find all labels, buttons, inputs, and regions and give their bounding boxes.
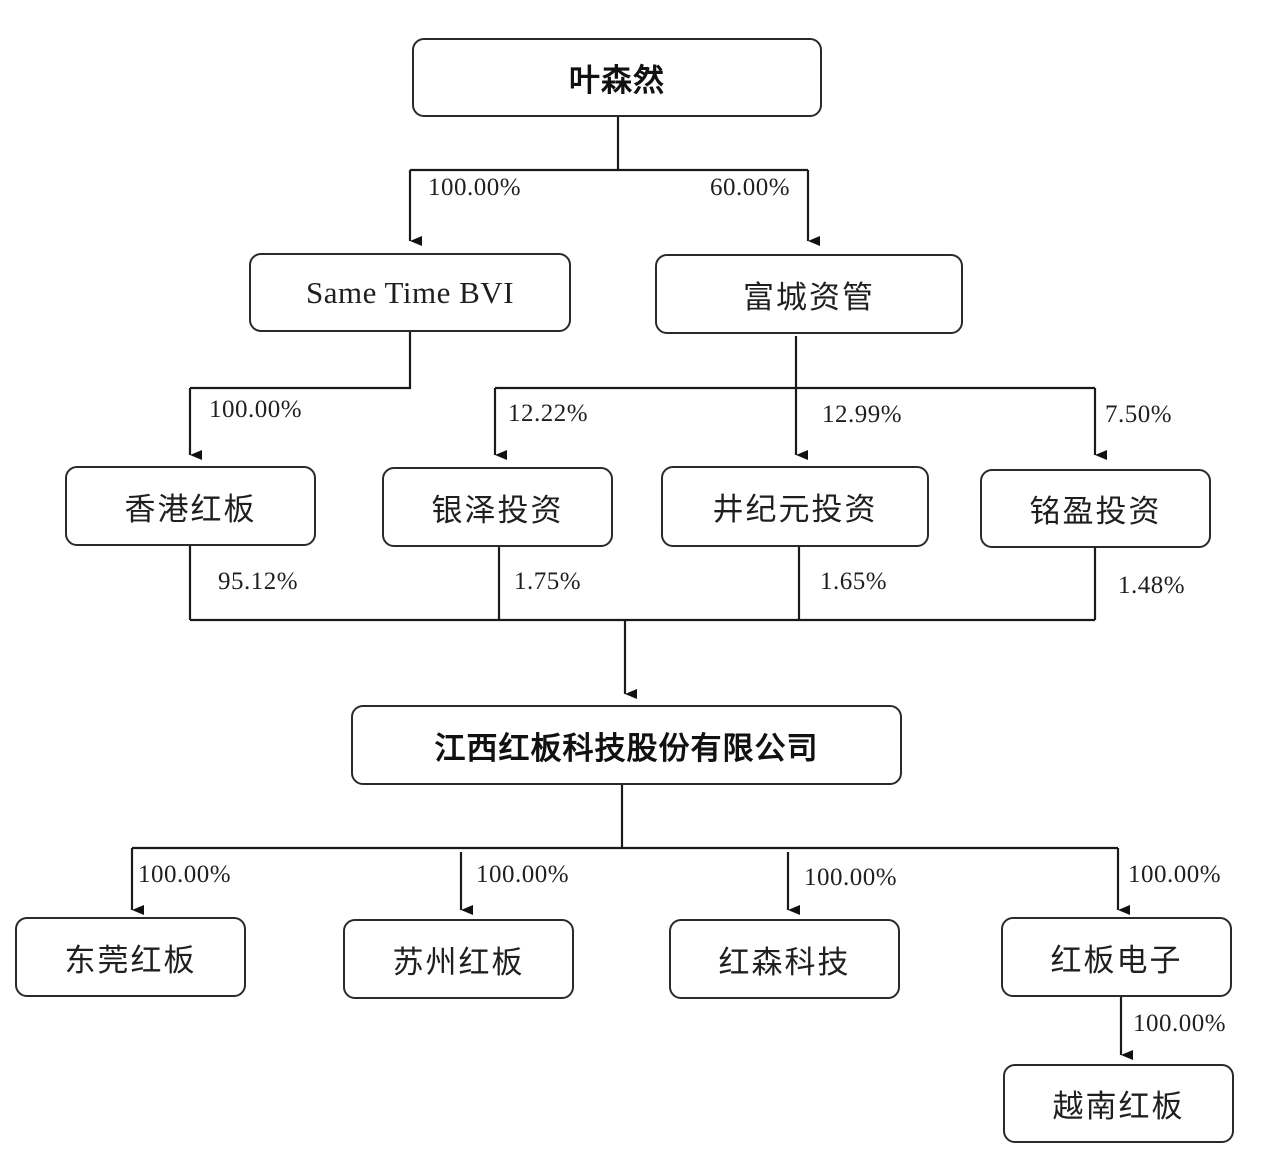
pct-jiangxi-to-dianzi: 100.00% [1128, 861, 1222, 888]
pct-mingying-to-jiangxi: 1.48% [1118, 572, 1186, 599]
pct-hk-to-jiangxi: 95.12% [218, 568, 299, 595]
connector-bvi-down [190, 332, 412, 390]
node-dongguan: 东莞红板 [15, 917, 246, 997]
node-ye-senran: 叶森然 [412, 38, 822, 117]
node-vietnam: 越南红板 [1003, 1064, 1234, 1143]
node-jingjiyuan: 井纪元投资 [661, 466, 929, 547]
node-suzhou: 苏州红板 [343, 919, 574, 999]
node-jiangxi-hongban: 江西红板科技股份有限公司 [351, 705, 902, 785]
pct-dianzi-to-vietnam: 100.00% [1133, 1010, 1227, 1037]
pct-fucheng-to-jingjiyuan: 12.99% [822, 401, 903, 428]
pct-bvi-to-hk: 100.00% [209, 396, 303, 423]
node-hk-hongban: 香港红板 [65, 466, 316, 546]
pct-ye-to-bvi: 100.00% [428, 174, 522, 201]
pct-jiangxi-to-dongguan: 100.00% [138, 861, 232, 888]
pct-yinze-to-jiangxi: 1.75% [514, 568, 582, 595]
pct-jiangxi-to-suzhou: 100.00% [476, 861, 570, 888]
pct-ye-to-fucheng: 60.00% [710, 174, 791, 201]
node-fucheng: 富城资管 [655, 254, 963, 334]
node-yinze: 银泽投资 [382, 467, 613, 547]
node-hongsen: 红森科技 [669, 919, 900, 999]
pct-fucheng-to-yinze: 12.22% [508, 400, 589, 427]
node-same-time-bvi: Same Time BVI [249, 253, 571, 332]
pct-jingjiyuan-to-jiangxi: 1.65% [820, 568, 888, 595]
node-mingying: 铭盈投资 [980, 469, 1211, 548]
node-hongban-dianzi: 红板电子 [1001, 917, 1232, 997]
pct-jiangxi-to-hongsen: 100.00% [804, 864, 898, 891]
pct-fucheng-to-mingying: 7.50% [1105, 401, 1173, 428]
